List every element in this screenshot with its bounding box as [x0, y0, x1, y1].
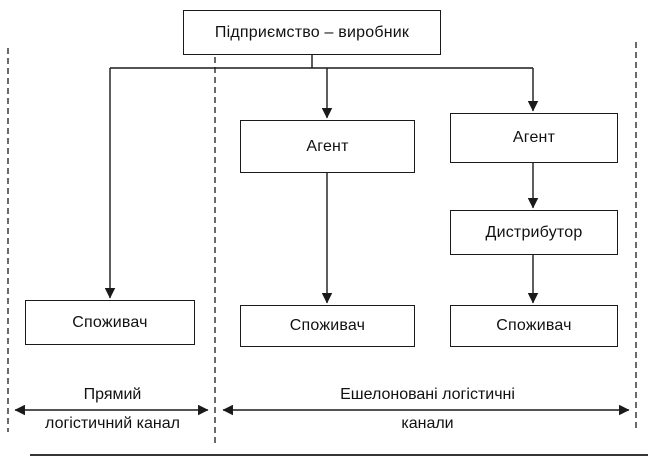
- consumer-box-left: Споживач: [25, 300, 195, 345]
- consumer-middle-label: Споживач: [289, 317, 366, 334]
- consumer-right-label: Споживач: [496, 317, 572, 334]
- agent-box-middle: Агент: [240, 120, 415, 173]
- distributor-box: Дистрибутор: [450, 210, 618, 255]
- agent-right-label: Агент: [512, 129, 556, 146]
- producer-branch-connectors: [104, 55, 539, 299]
- agent-middle-label: Агент: [306, 137, 349, 155]
- producer-box: Підприємство – виробник: [183, 10, 441, 55]
- zone-separator-dashed-lines: [7, 42, 637, 447]
- agent-box-right: Агент: [450, 113, 618, 163]
- producer-label: Підприємство – виробник: [214, 23, 410, 41]
- distributor-label: Дистрибутор: [485, 223, 583, 241]
- consumer-box-right: Споживач: [450, 305, 618, 347]
- echelon-channels-label-line2: канали: [401, 415, 454, 432]
- direct-channel-label-line1: Прямий: [83, 386, 142, 403]
- consumer-left-label: Споживач: [72, 313, 148, 331]
- direct-channel-label-line2: логістичний канал: [45, 415, 180, 432]
- consumer-box-middle: Споживач: [240, 305, 415, 347]
- echelon-channels-label-line1: Ешелоновані логістичні: [340, 386, 515, 403]
